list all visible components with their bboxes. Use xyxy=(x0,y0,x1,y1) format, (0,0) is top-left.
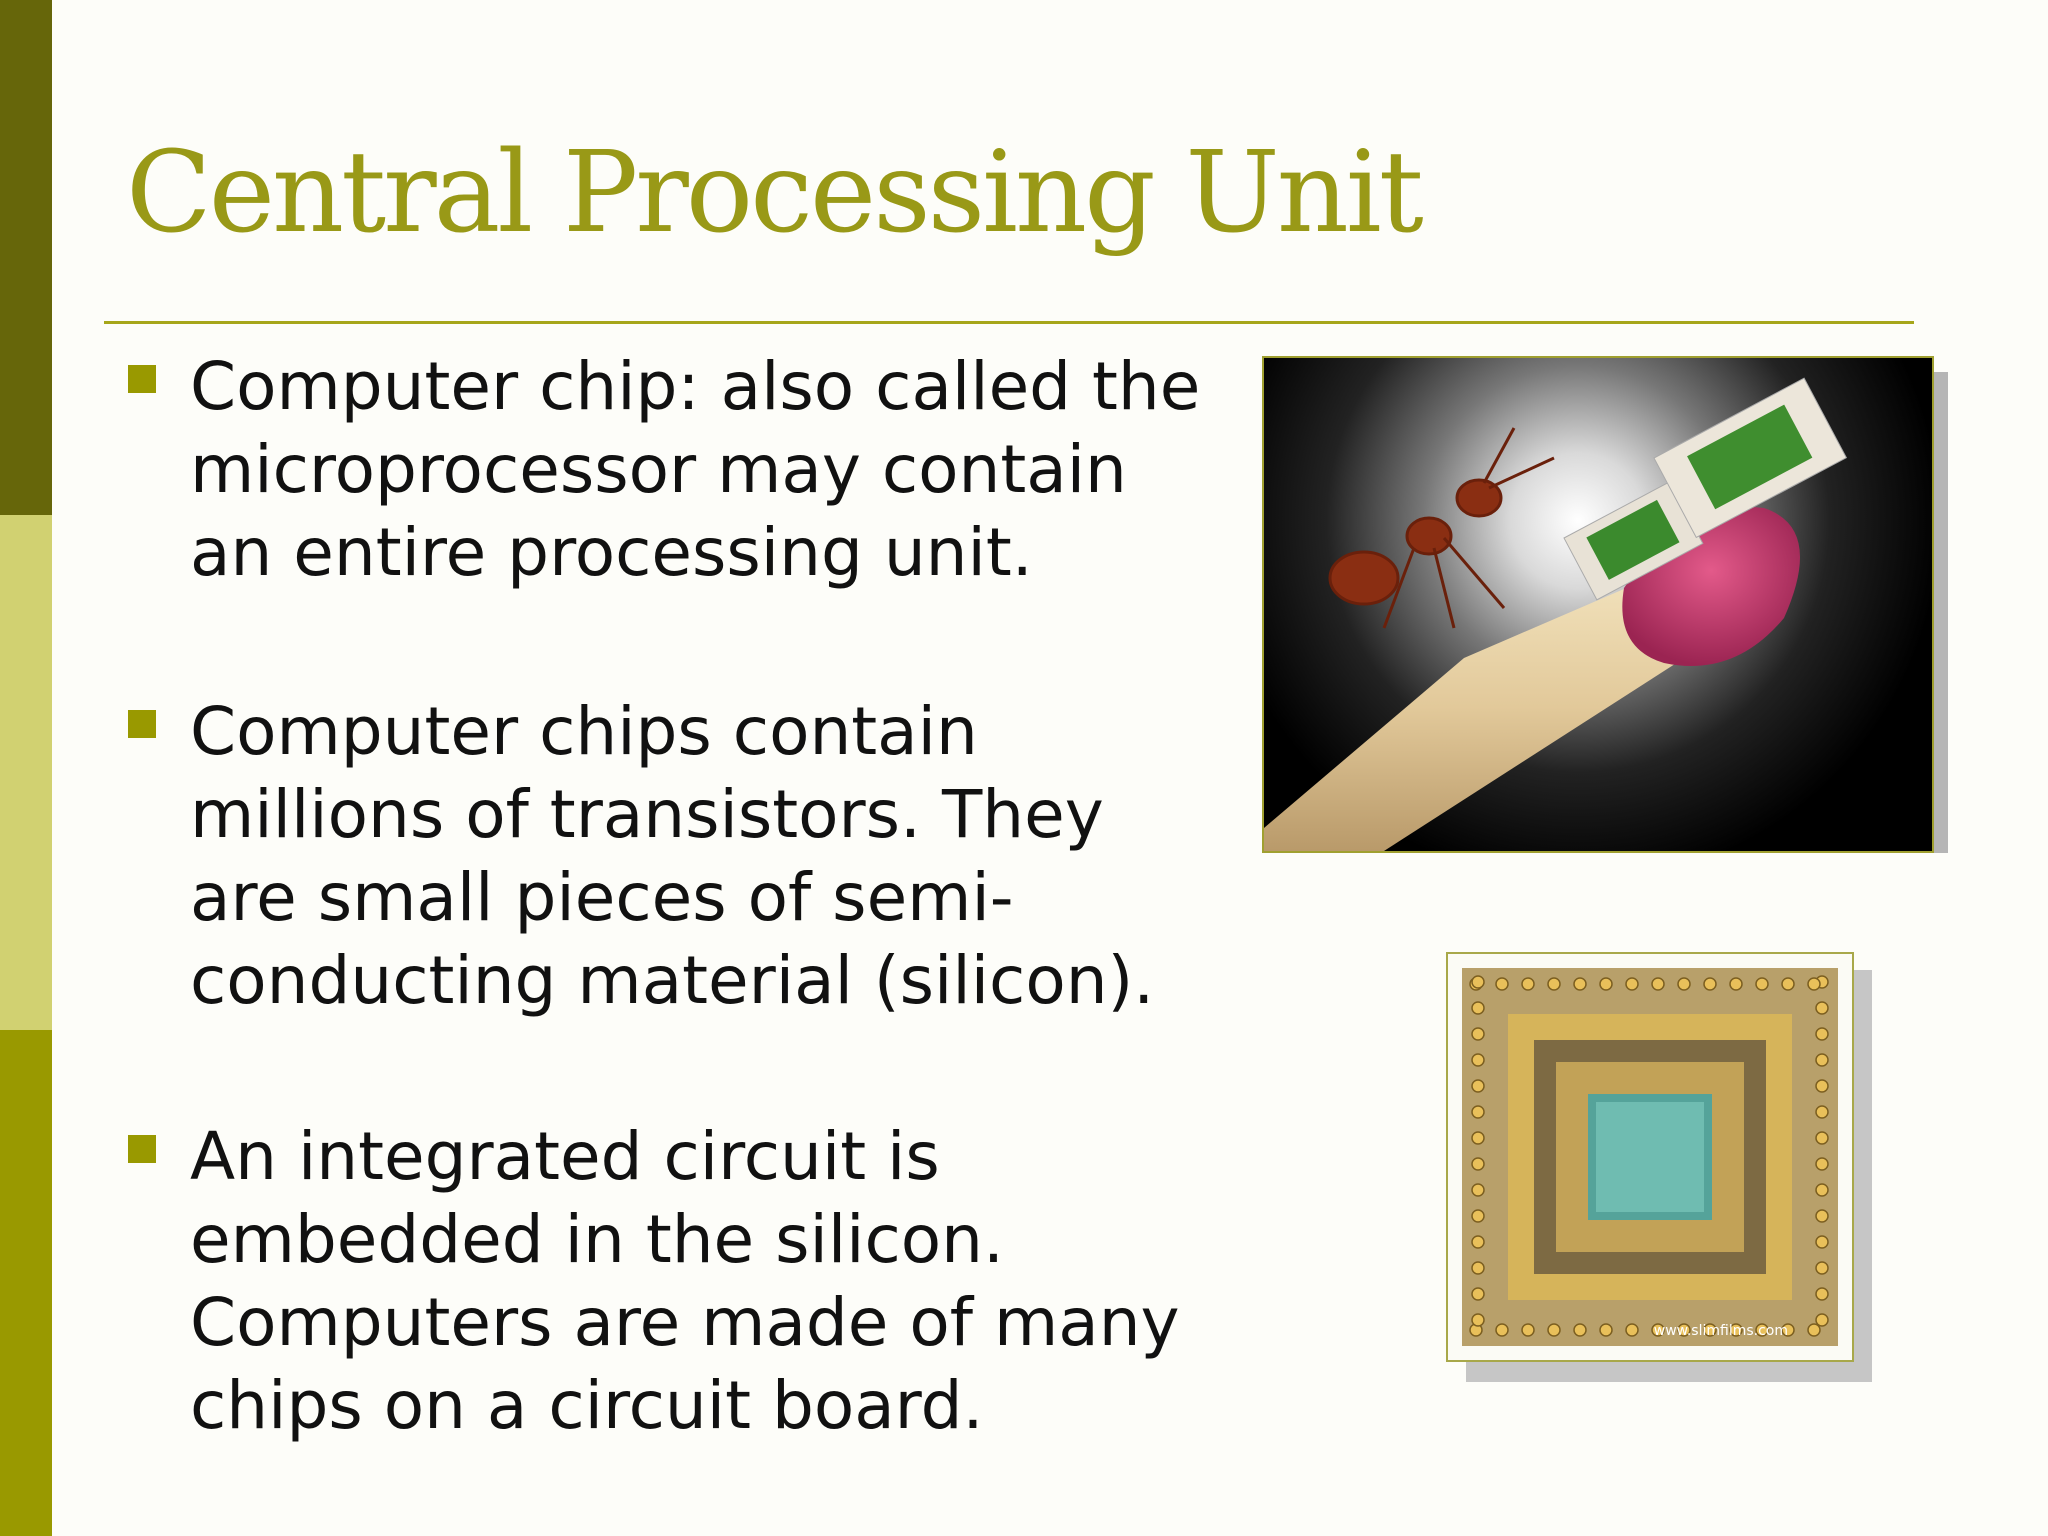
sidebar-segment-middle xyxy=(0,515,52,1030)
ant-on-match-image xyxy=(1262,356,1934,853)
chip-pin xyxy=(1651,1323,1665,1337)
chip-pin xyxy=(1815,1079,1829,1093)
bullet-item-1: Computer chip: also called the microproc… xyxy=(126,345,1206,594)
chip-pin xyxy=(1703,1323,1717,1337)
chip-pin xyxy=(1599,977,1613,991)
title-divider xyxy=(104,321,1914,324)
chip-pin xyxy=(1815,1053,1829,1067)
bullet-text-1: Computer chip: also called the microproc… xyxy=(190,348,1201,591)
ant-chip-photo xyxy=(1262,356,1948,853)
chip-pin xyxy=(1599,1323,1613,1337)
chip-pin xyxy=(1651,977,1665,991)
cpu-chip-image: www.slimfilms.com xyxy=(1446,952,1854,1362)
chip-pin xyxy=(1703,977,1717,991)
cpu-chip-illustration: www.slimfilms.com xyxy=(1448,954,1852,1360)
chip-pin xyxy=(1677,1323,1691,1337)
chip-pin xyxy=(1815,1105,1829,1119)
chip-pin xyxy=(1471,1261,1485,1275)
chip-pin xyxy=(1471,1079,1485,1093)
chip-pin xyxy=(1471,1157,1485,1171)
chip-pin xyxy=(1471,1105,1485,1119)
chip-pin xyxy=(1815,1131,1829,1145)
chip-pin xyxy=(1781,977,1795,991)
chip-pin xyxy=(1755,977,1769,991)
bullet-item-3: An integrated circuit is embedded in the… xyxy=(126,1115,1206,1447)
chip-pin xyxy=(1625,1323,1639,1337)
chip-pin xyxy=(1815,1001,1829,1015)
chip-pin xyxy=(1471,1053,1485,1067)
chip-pin xyxy=(1573,977,1587,991)
chip-pin xyxy=(1729,1323,1743,1337)
chip-pin xyxy=(1815,1027,1829,1041)
square-bullet-icon xyxy=(128,365,156,393)
chip-pin xyxy=(1471,1209,1485,1223)
bullet-text-3: An integrated circuit is embedded in the… xyxy=(190,1118,1180,1444)
chip-pin xyxy=(1521,977,1535,991)
chip-pin xyxy=(1677,977,1691,991)
chip-pin xyxy=(1521,1323,1535,1337)
chip-pin xyxy=(1729,977,1743,991)
chip-pin xyxy=(1815,1209,1829,1223)
bullet-text-2: Computer chips contain millions of trans… xyxy=(190,693,1155,1019)
chip-watermark-text: www.slimfilms.com xyxy=(1654,1323,1788,1339)
chip-pin xyxy=(1815,1183,1829,1197)
ant-on-match-illustration xyxy=(1264,377,1848,851)
bullet-item-2: Computer chips contain millions of trans… xyxy=(126,690,1206,1022)
chip-pin xyxy=(1547,977,1561,991)
chip-pin xyxy=(1815,1287,1829,1301)
sidebar-segment-top xyxy=(0,0,52,515)
chip-pin xyxy=(1471,1001,1485,1015)
chip-pin xyxy=(1755,1323,1769,1337)
chip-pin xyxy=(1807,977,1821,991)
chip-pin xyxy=(1471,1287,1485,1301)
slide-title: Central Processing Unit xyxy=(126,128,1424,258)
chip-pin xyxy=(1815,1261,1829,1275)
square-bullet-icon xyxy=(128,1135,156,1163)
chip-pin xyxy=(1625,977,1639,991)
chip-pin xyxy=(1781,1323,1795,1337)
chip-pin xyxy=(1547,1323,1561,1337)
chip-pin xyxy=(1471,1183,1485,1197)
chip-pin xyxy=(1815,1313,1829,1327)
cpu-chip-photo: www.slimfilms.com xyxy=(1446,952,1876,1382)
chip-pin xyxy=(1807,1323,1821,1337)
chip-pin xyxy=(1471,975,1485,989)
chip-pin xyxy=(1471,1235,1485,1249)
chip-pin xyxy=(1815,1235,1829,1249)
chip-pin xyxy=(1495,1323,1509,1337)
chip-pin xyxy=(1495,977,1509,991)
sidebar-segment-bottom xyxy=(0,1030,52,1536)
chip-pin xyxy=(1471,1313,1485,1327)
chip-pin xyxy=(1471,1027,1485,1041)
chip-pin xyxy=(1815,1157,1829,1171)
chip-pin xyxy=(1471,1131,1485,1145)
chip-pin xyxy=(1573,1323,1587,1337)
square-bullet-icon xyxy=(128,710,156,738)
